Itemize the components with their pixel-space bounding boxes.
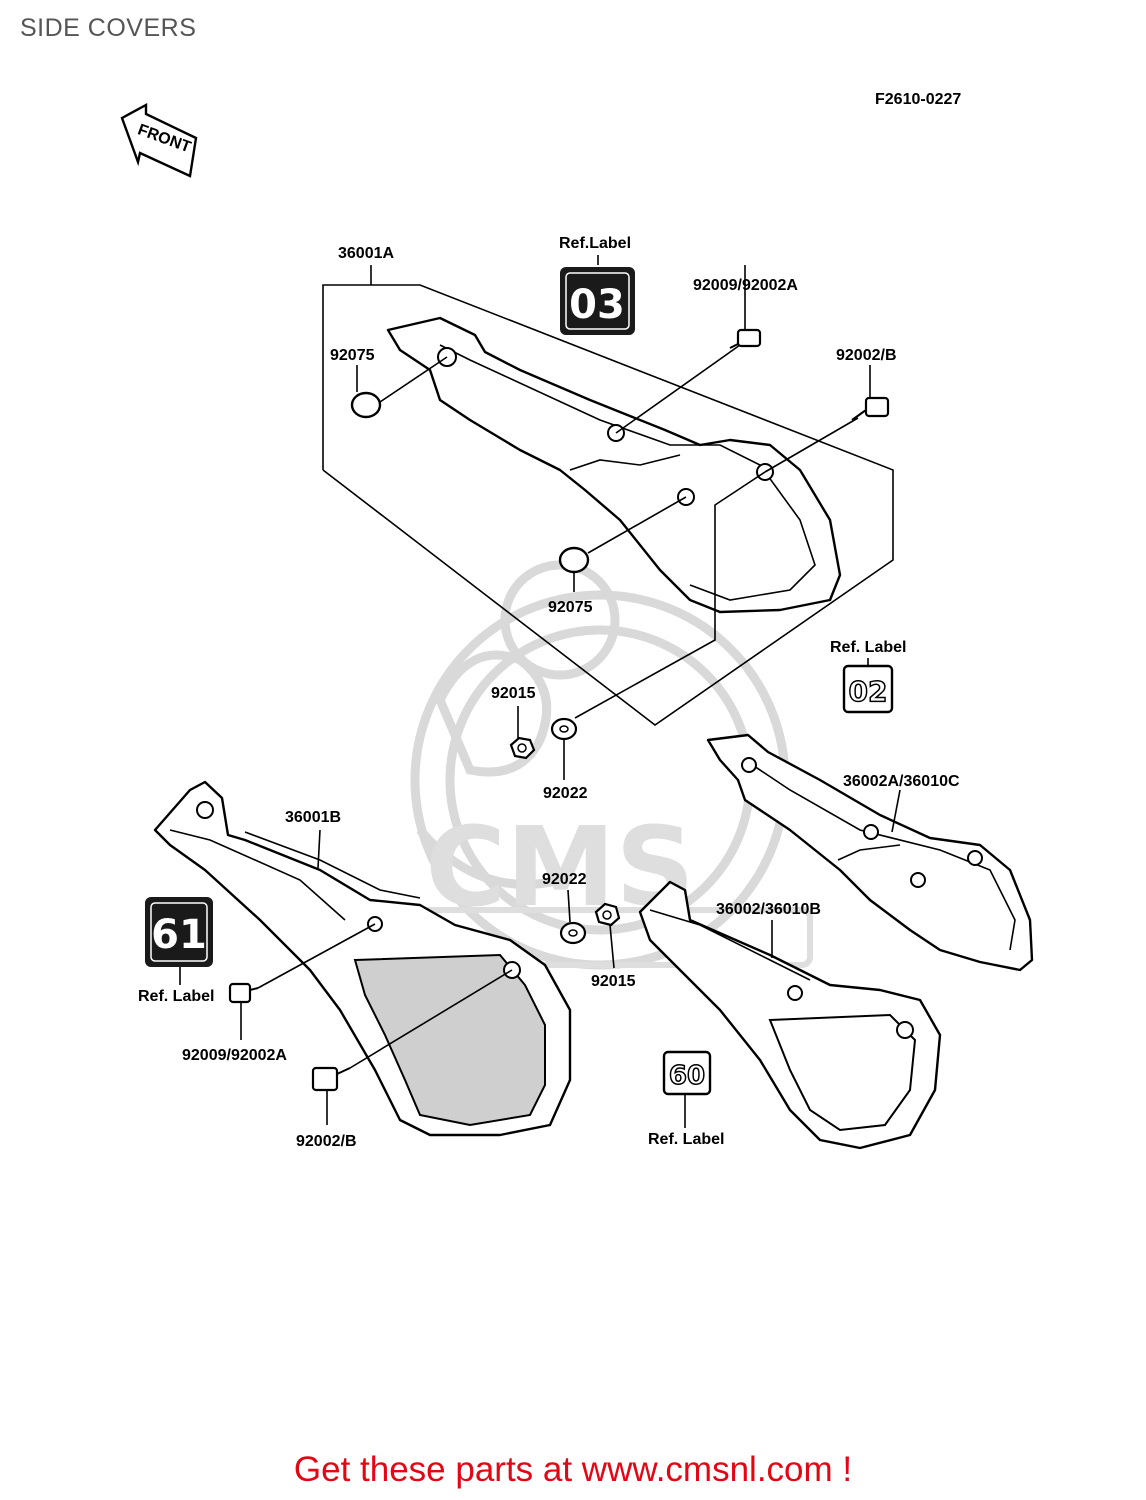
badge-left-text: 61 bbox=[151, 912, 207, 958]
callout-36001A: 36001A bbox=[338, 245, 394, 262]
ref-label-badge-bottom: 60 bbox=[662, 1050, 712, 1128]
bolt-92002B-top bbox=[851, 396, 890, 421]
grommet-92075-mid bbox=[558, 546, 590, 574]
callout-92022-mid: 92022 bbox=[542, 871, 587, 888]
badge-right-text: 02 bbox=[849, 675, 888, 708]
diagram-code: F2610-0227 bbox=[875, 91, 961, 108]
washer-92022-mid bbox=[559, 889, 587, 945]
callout-92075-mid: 92075 bbox=[548, 599, 593, 616]
side-cover-36001B bbox=[153, 780, 572, 1137]
callout-92015-top: 92015 bbox=[491, 685, 536, 702]
nut-92015-top bbox=[509, 706, 536, 760]
bolt-92009-top bbox=[729, 328, 762, 349]
page-title: SIDE COVERS bbox=[20, 14, 197, 42]
callout-ref-label-right: Ref. Label bbox=[830, 639, 906, 656]
callout-92002B-bottom: 92002/B bbox=[296, 1133, 357, 1150]
grommet-92075-top bbox=[350, 391, 382, 419]
ref-label-badge-left: 61 bbox=[145, 897, 213, 985]
ref-label-badge-right: 02 bbox=[842, 658, 894, 714]
leader-lines-top bbox=[356, 255, 871, 719]
callout-36001B: 36001B bbox=[285, 809, 341, 826]
callout-ref-label-left: Ref. Label bbox=[138, 988, 214, 1005]
footer-link[interactable]: Get these parts at www.cmsnl.com ! bbox=[293, 1450, 853, 1489]
callout-92075-top: 92075 bbox=[330, 347, 375, 364]
callout-92002B-top: 92002/B bbox=[836, 347, 897, 364]
side-cover-36002A bbox=[706, 733, 1034, 972]
callout-ref-label-top: Ref.Label bbox=[559, 235, 631, 252]
assembly-box-36001A bbox=[322, 284, 894, 726]
callout-36002A: 36002A/36010C bbox=[843, 773, 960, 790]
side-cover-36002 bbox=[638, 880, 942, 1150]
callout-36002: 36002/36010B bbox=[716, 901, 821, 918]
callout-ref-label-bottom: Ref. Label bbox=[648, 1131, 724, 1148]
callout-92022-top: 92022 bbox=[543, 785, 588, 802]
side-cover-36001A bbox=[386, 316, 842, 614]
callout-92009-top: 92009/92002A bbox=[693, 277, 798, 294]
front-direction-arrow: FRONT bbox=[120, 102, 198, 178]
ref-label-badge-top: 03 bbox=[560, 267, 635, 335]
bolt-92009-bottom bbox=[228, 923, 376, 1040]
callout-92015-mid: 92015 bbox=[591, 973, 636, 990]
badge-bottom-text: 60 bbox=[669, 1061, 705, 1091]
badge-top-text: 03 bbox=[569, 282, 625, 328]
washer-92022-top bbox=[550, 717, 578, 780]
nut-92015-mid bbox=[594, 902, 621, 969]
callout-92009-bottom: 92009/92002A bbox=[182, 1047, 287, 1064]
bolt-92002B-bottom bbox=[311, 969, 513, 1125]
